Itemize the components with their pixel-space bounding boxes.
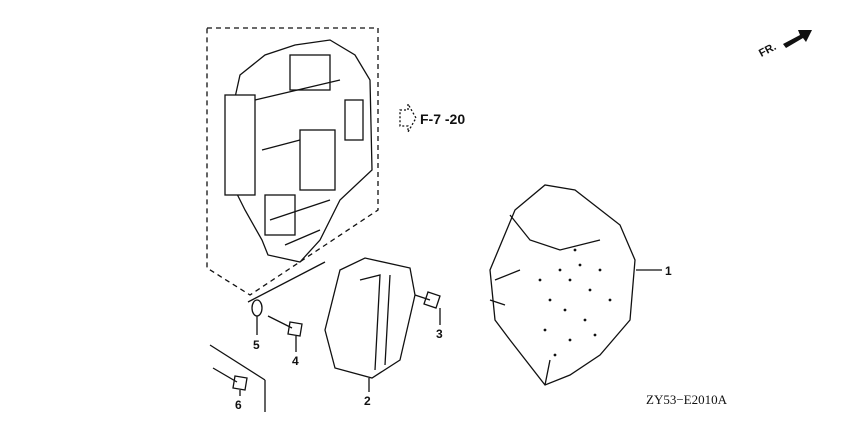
assembly-outline: [206, 27, 379, 296]
front-direction-indicator: FR.: [757, 30, 812, 60]
reference-label[interactable]: F-7 -20: [420, 111, 465, 127]
front-label: FR.: [757, 41, 778, 60]
bolt-part-3: [414, 291, 441, 309]
leader-lines: [209, 261, 662, 412]
cover-part: [489, 184, 636, 386]
module-part: [324, 257, 416, 379]
callout-5[interactable]: 5: [253, 338, 260, 352]
diagram-code: ZY53−E2010A: [646, 392, 728, 407]
washer-part-5: [251, 299, 263, 317]
bolt-part-6: [212, 367, 248, 391]
callout-6[interactable]: 6: [235, 398, 242, 412]
front-arrow-icon: [783, 30, 812, 48]
callout-3[interactable]: 3: [436, 327, 443, 341]
bolt-part-4: [267, 315, 303, 337]
reference-link[interactable]: F-7 -20: [399, 101, 465, 135]
callout-4[interactable]: 4: [292, 354, 299, 368]
callout-2[interactable]: 2: [364, 394, 371, 408]
callout-1[interactable]: 1: [665, 264, 672, 278]
control-box-assembly: [224, 39, 373, 263]
reference-arrow-icon: [399, 101, 417, 135]
